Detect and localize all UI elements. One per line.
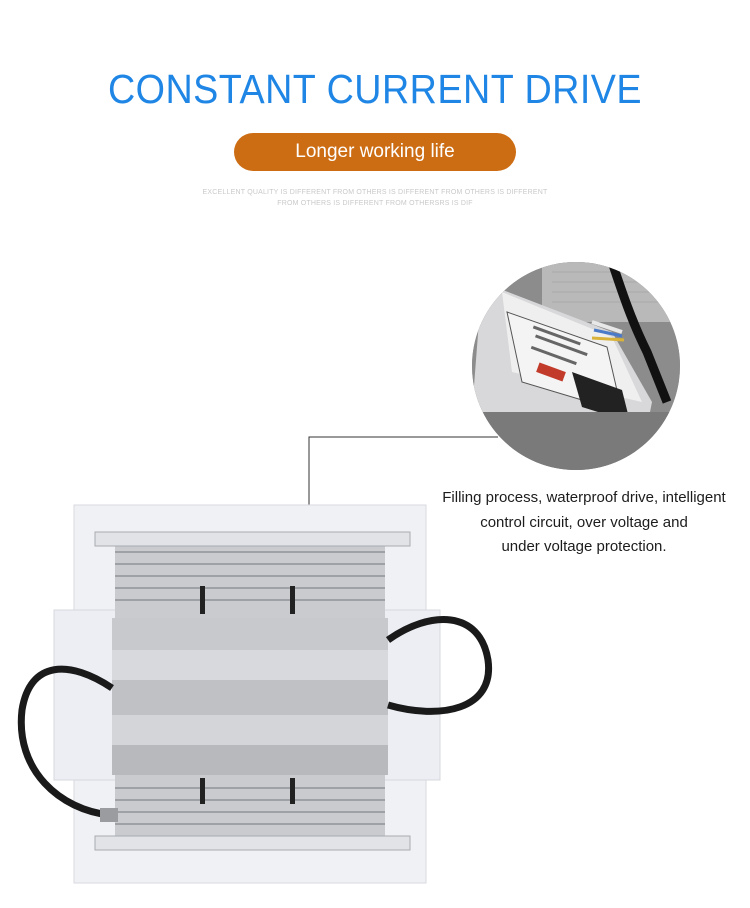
page-title: CONSTANT CURRENT DRIVE xyxy=(107,66,643,112)
driver-caption: Filling process, waterproof drive, intel… xyxy=(425,486,743,560)
led-lamp-photo xyxy=(17,504,493,884)
fine-print: EXCELLENT QUALITY IS DIFFERENT FROM OTHE… xyxy=(150,187,600,209)
subtitle-pill-label: Longer working life xyxy=(295,141,455,162)
fine-print-line-2: FROM OTHERS IS DIFFERENT FROM OTHERSRS I… xyxy=(277,200,473,207)
fine-print-line-1: EXCELLENT QUALITY IS DIFFERENT FROM OTHE… xyxy=(202,189,548,196)
subtitle-pill: Longer working life xyxy=(234,133,516,171)
caption-line-3: under voltage protection. xyxy=(501,538,667,555)
caption-line-1: Filling process, waterproof drive, intel… xyxy=(442,489,726,506)
caption-line-2: control circuit, over voltage and xyxy=(480,513,688,531)
